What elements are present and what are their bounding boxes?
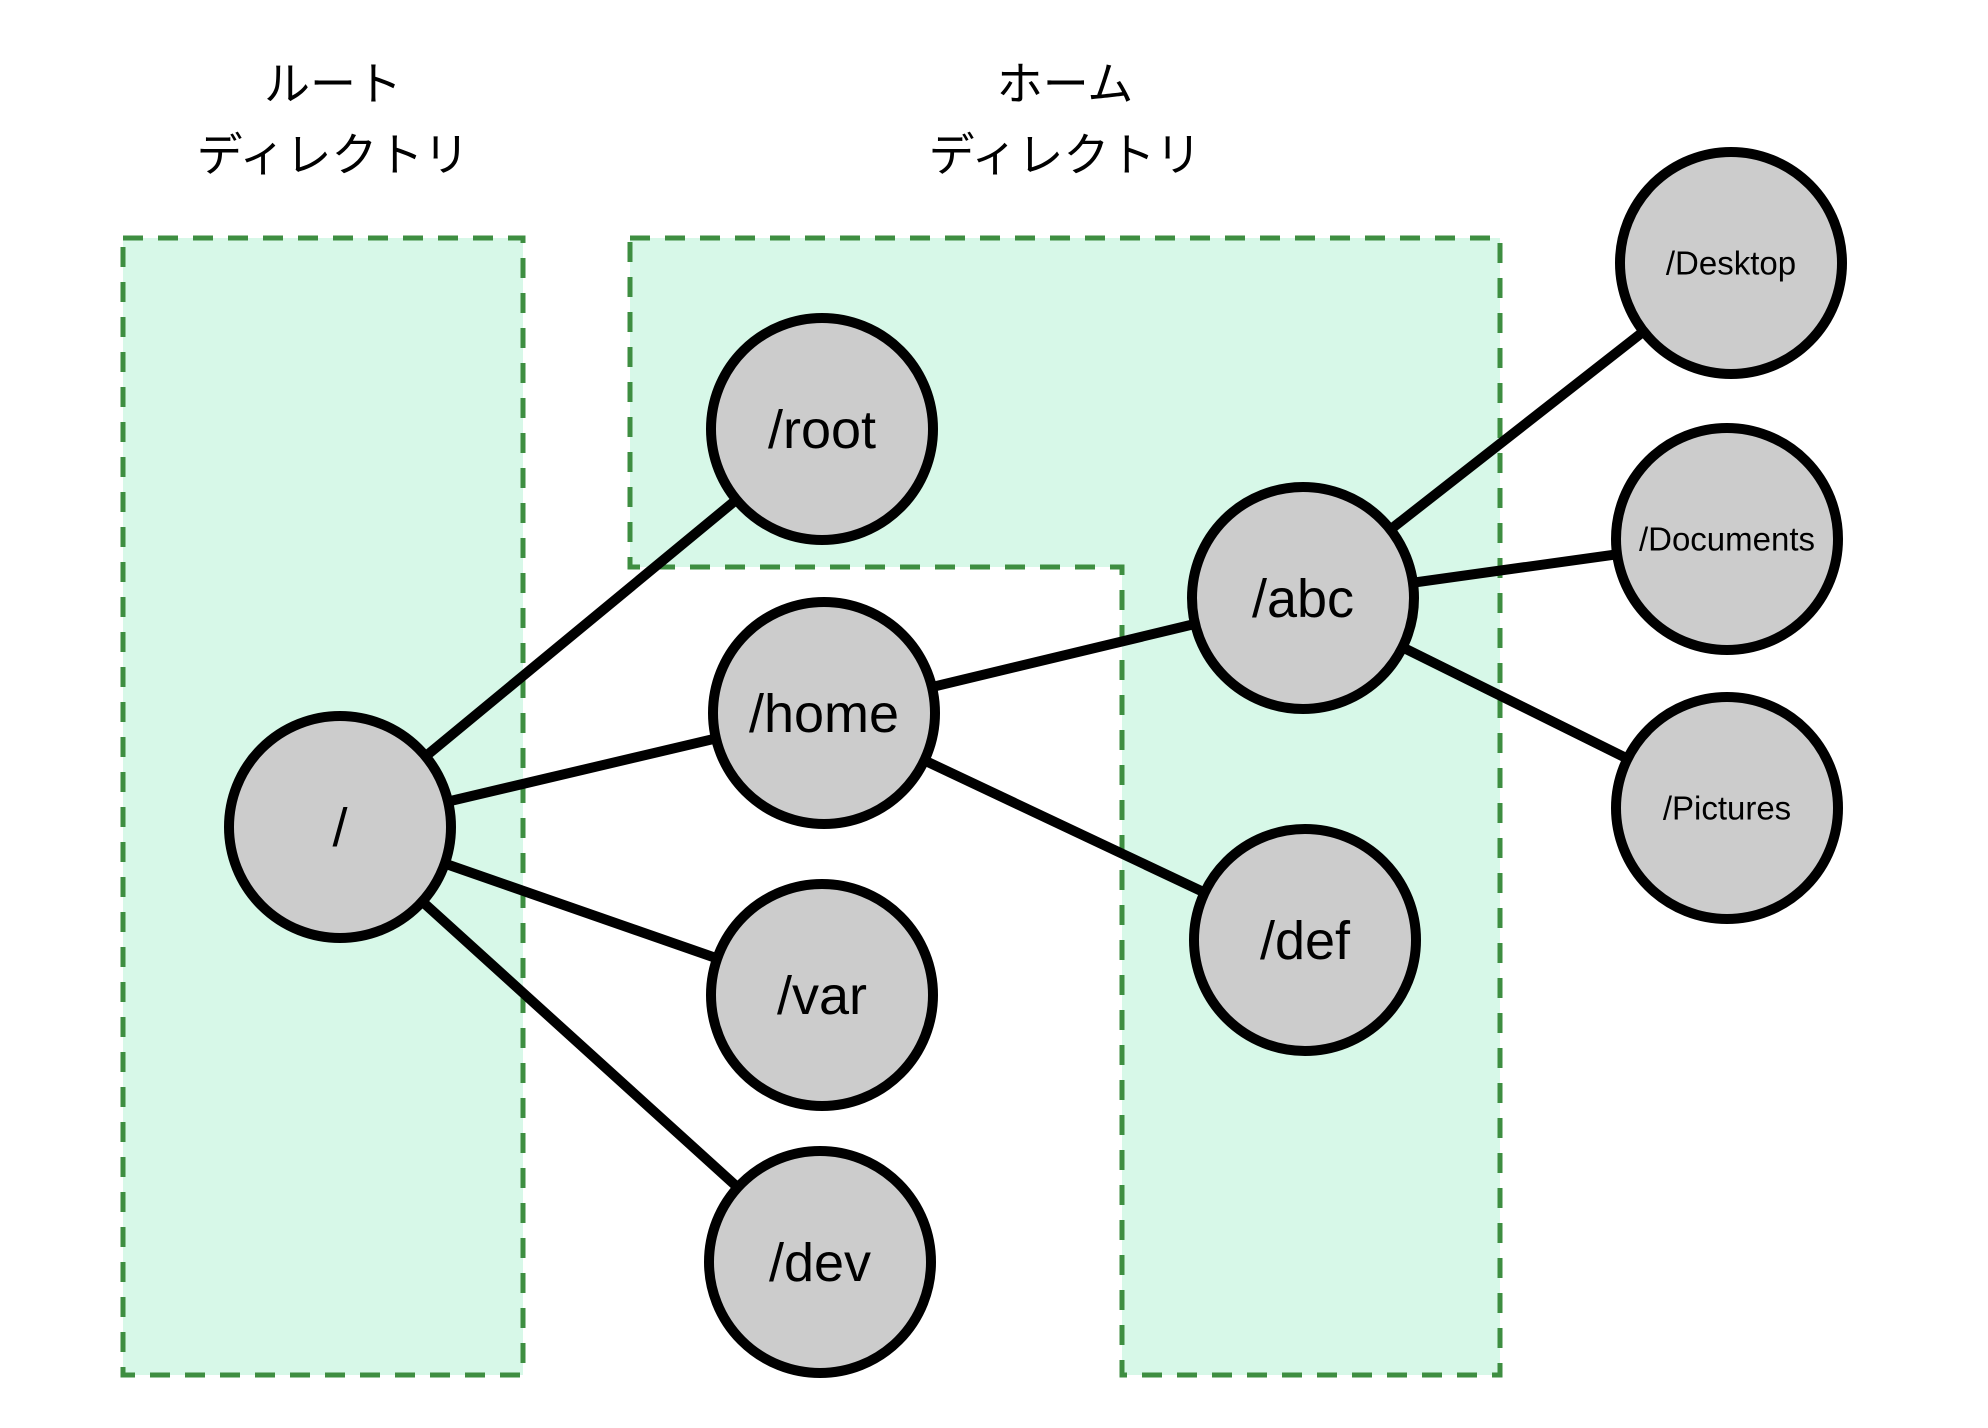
directory-node-pictures: /Pictures <box>1611 692 1843 924</box>
directory-node-dev: /dev <box>704 1146 936 1378</box>
root-region-label-line1: ルート <box>264 58 402 110</box>
home-region-label-line1: ホーム <box>997 58 1134 110</box>
directory-node-slash: / <box>224 711 456 943</box>
node-documents-label: /Documents <box>1639 521 1815 558</box>
node-root-label: /root <box>768 400 876 460</box>
directory-node-desktop: /Desktop <box>1615 147 1847 379</box>
node-var-label: /var <box>777 966 867 1026</box>
node-pictures-label: /Pictures <box>1663 790 1791 827</box>
node-desktop-circle <box>1615 147 1847 379</box>
root-region-label-line2: ディレクトリ <box>197 129 470 181</box>
directory-node-root: /root <box>706 313 938 545</box>
node-dev-label: /dev <box>769 1233 871 1293</box>
node-dev-circle <box>704 1146 936 1378</box>
node-documents-circle <box>1611 423 1843 655</box>
node-home-circle <box>708 597 940 829</box>
node-slash-circle <box>224 711 456 943</box>
node-pictures-circle <box>1611 692 1843 924</box>
node-def-circle <box>1189 824 1421 1056</box>
node-def-label: /def <box>1260 911 1351 971</box>
directory-node-documents: /Documents <box>1611 423 1843 655</box>
node-var-circle <box>706 879 938 1111</box>
directory-node-var: /var <box>706 879 938 1111</box>
node-slash-label: / <box>332 798 347 858</box>
directory-node-abc: /abc <box>1187 482 1419 714</box>
node-abc-label: /abc <box>1252 569 1354 629</box>
node-home-label: /home <box>749 684 899 744</box>
home-region-label-line2: ディレクトリ <box>929 129 1202 181</box>
directory-node-home: /home <box>708 597 940 829</box>
node-root-circle <box>706 313 938 545</box>
tree-nodes: / /root/home/var/dev/abc/def/Desktop/Docu… <box>224 147 1847 1378</box>
node-abc-circle <box>1187 482 1419 714</box>
directory-node-def: /def <box>1189 824 1421 1056</box>
node-desktop-label: /Desktop <box>1666 245 1796 282</box>
